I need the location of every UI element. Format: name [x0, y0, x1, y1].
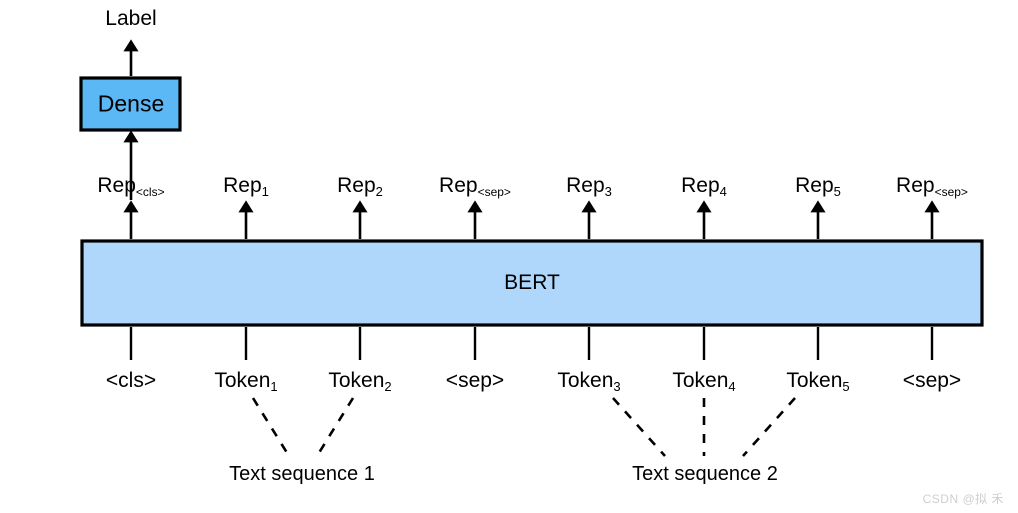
token-base-3: <sep>: [445, 369, 505, 392]
token-base-5: Token: [672, 369, 729, 392]
token-label-3: <sep>: [446, 370, 504, 391]
rep-label-0: Rep<cls>: [97, 174, 165, 199]
dashed-token-5-to-sequence-2: [742, 397, 796, 457]
bert-box: [80, 239, 984, 327]
rep-subscript-7: <sep>: [934, 185, 968, 199]
rep-base-5: Rep: [681, 174, 720, 197]
rep-base-2: Rep: [337, 174, 376, 197]
rep-base-1: Rep: [223, 174, 262, 197]
token-label-5: Token4: [672, 369, 736, 394]
dense-box-label: Dense: [97, 90, 165, 117]
token-base-0: <cls>: [105, 369, 157, 392]
rep-subscript-0: <cls>: [135, 185, 165, 199]
token-label-4: Token3: [557, 369, 621, 394]
dashed-token-3-to-sequence-2: [612, 397, 666, 457]
token-subscript-1: 1: [270, 379, 278, 394]
token-label-7: <sep>: [903, 370, 961, 391]
rep-subscript-1: 1: [261, 184, 269, 199]
token-label-0: <cls>: [106, 370, 156, 391]
dashed-token-1-to-sequence-1: [251, 397, 291, 457]
token-base-1: Token: [214, 369, 271, 392]
rep-label-1: Rep1: [223, 174, 269, 199]
token-label-6: Token5: [786, 369, 850, 394]
token-subscript-6: 5: [842, 379, 850, 394]
bert-box-label: BERT: [504, 271, 560, 294]
token-base-6: Token: [786, 369, 843, 392]
rep-label-4: Rep3: [566, 174, 612, 199]
rep-label-7: Rep<sep>: [896, 174, 968, 199]
rep-base-0: Rep: [97, 174, 136, 197]
rep-subscript-2: 2: [375, 184, 383, 199]
rep-subscript-4: 3: [604, 184, 612, 199]
token-subscript-2: 2: [384, 379, 392, 394]
rep-base-7: Rep: [896, 174, 935, 197]
dense-box: [79, 76, 182, 132]
token-label-2: Token2: [328, 369, 392, 394]
rep-base-4: Rep: [566, 174, 605, 197]
rep-base-6: Rep: [795, 174, 834, 197]
token-base-4: Token: [557, 369, 614, 392]
rep-subscript-6: 5: [833, 184, 841, 199]
csdn-watermark: CSDN @拟 禾: [922, 492, 1004, 506]
rep-label-5: Rep4: [681, 174, 727, 199]
token-subscript-4: 3: [613, 379, 621, 394]
token-base-7: <sep>: [902, 369, 962, 392]
rep-subscript-3: <sep>: [477, 185, 511, 199]
token-label-1: Token1: [214, 369, 278, 394]
sequence-group-label-1: Text sequence 1: [229, 463, 375, 485]
token-subscript-5: 4: [728, 379, 736, 394]
rep-subscript-5: 4: [719, 184, 727, 199]
output-label: Label: [105, 7, 157, 30]
dashed-token-2-to-sequence-1: [315, 397, 355, 457]
sequence-group-label-2: Text sequence 2: [632, 463, 778, 485]
rep-label-6: Rep5: [795, 174, 841, 199]
rep-label-2: Rep2: [337, 174, 383, 199]
rep-base-3: Rep: [439, 174, 478, 197]
token-base-2: Token: [328, 369, 385, 392]
rep-label-3: Rep<sep>: [439, 174, 511, 199]
